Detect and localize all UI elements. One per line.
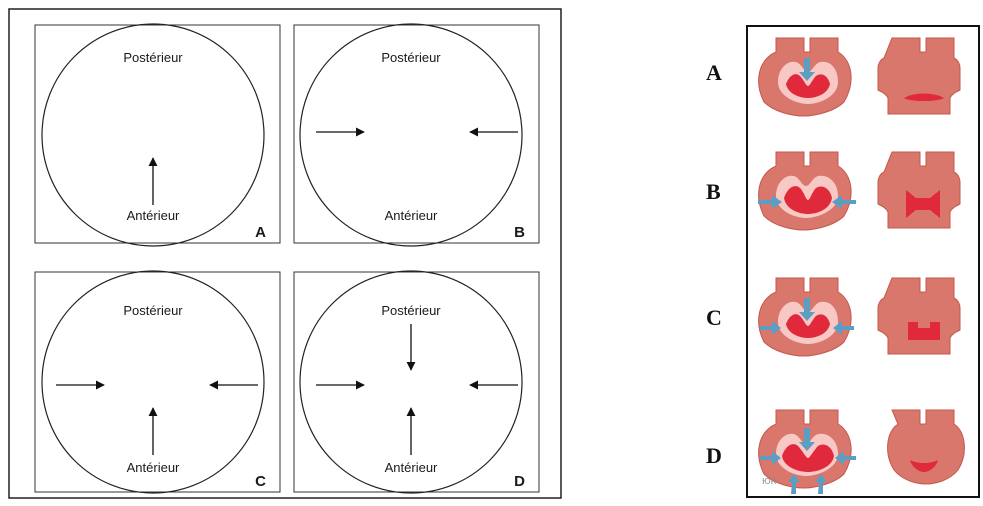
corner-mark: ЮК	[762, 477, 777, 486]
tissue-after	[877, 277, 961, 355]
row-letter-d: D	[706, 443, 722, 468]
arrow-right-icon	[760, 321, 781, 335]
arrow-right-icon	[760, 451, 781, 465]
arrow-left-icon	[832, 195, 856, 209]
anterior-label: Antérieur	[385, 208, 438, 223]
arrow-down-icon	[799, 58, 815, 81]
row-letter-c: C	[706, 305, 722, 330]
anterior-label: Antérieur	[127, 208, 180, 223]
panel-letter: A	[255, 224, 266, 241]
panel-letter: C	[255, 473, 266, 490]
panel-b: Postérieur Antérieur B	[293, 23, 540, 247]
circle-outline	[41, 270, 265, 494]
arrow-down-icon	[799, 428, 815, 451]
circle-outline	[299, 270, 523, 494]
left-figure-frame	[8, 8, 562, 499]
tissue-after	[877, 151, 961, 229]
right-row-a	[758, 37, 961, 117]
arrow-right-icon	[758, 195, 782, 209]
panel-c: Postérieur Antérieur C	[34, 270, 281, 494]
arrow-down-icon	[799, 298, 815, 321]
arrow-left-icon	[833, 321, 854, 335]
panel-a: Postérieur Antérieur A	[34, 23, 281, 247]
panel-d: Postérieur Antérieur D	[293, 270, 540, 494]
posterior-label: Postérieur	[123, 50, 183, 65]
tissue-after	[887, 409, 965, 485]
right-row-c	[758, 277, 961, 357]
circle-outline	[41, 23, 265, 247]
anterior-label: Antérieur	[385, 460, 438, 475]
posterior-label: Postérieur	[381, 303, 441, 318]
arrow-left-icon	[835, 451, 856, 465]
panel-letter: B	[514, 224, 525, 241]
tissue-after	[877, 37, 961, 115]
posterior-label: Postérieur	[123, 303, 183, 318]
anterior-label: Antérieur	[127, 460, 180, 475]
row-letter-a: A	[706, 60, 722, 85]
right-row-d: ЮК	[758, 409, 965, 494]
arrow-up-icon	[815, 474, 827, 494]
row-letter-b: B	[706, 179, 721, 204]
arrow-up-icon	[788, 474, 800, 494]
right-row-b	[758, 151, 961, 231]
posterior-label: Postérieur	[381, 50, 441, 65]
circle-outline	[299, 23, 523, 247]
panel-letter: D	[514, 473, 525, 490]
